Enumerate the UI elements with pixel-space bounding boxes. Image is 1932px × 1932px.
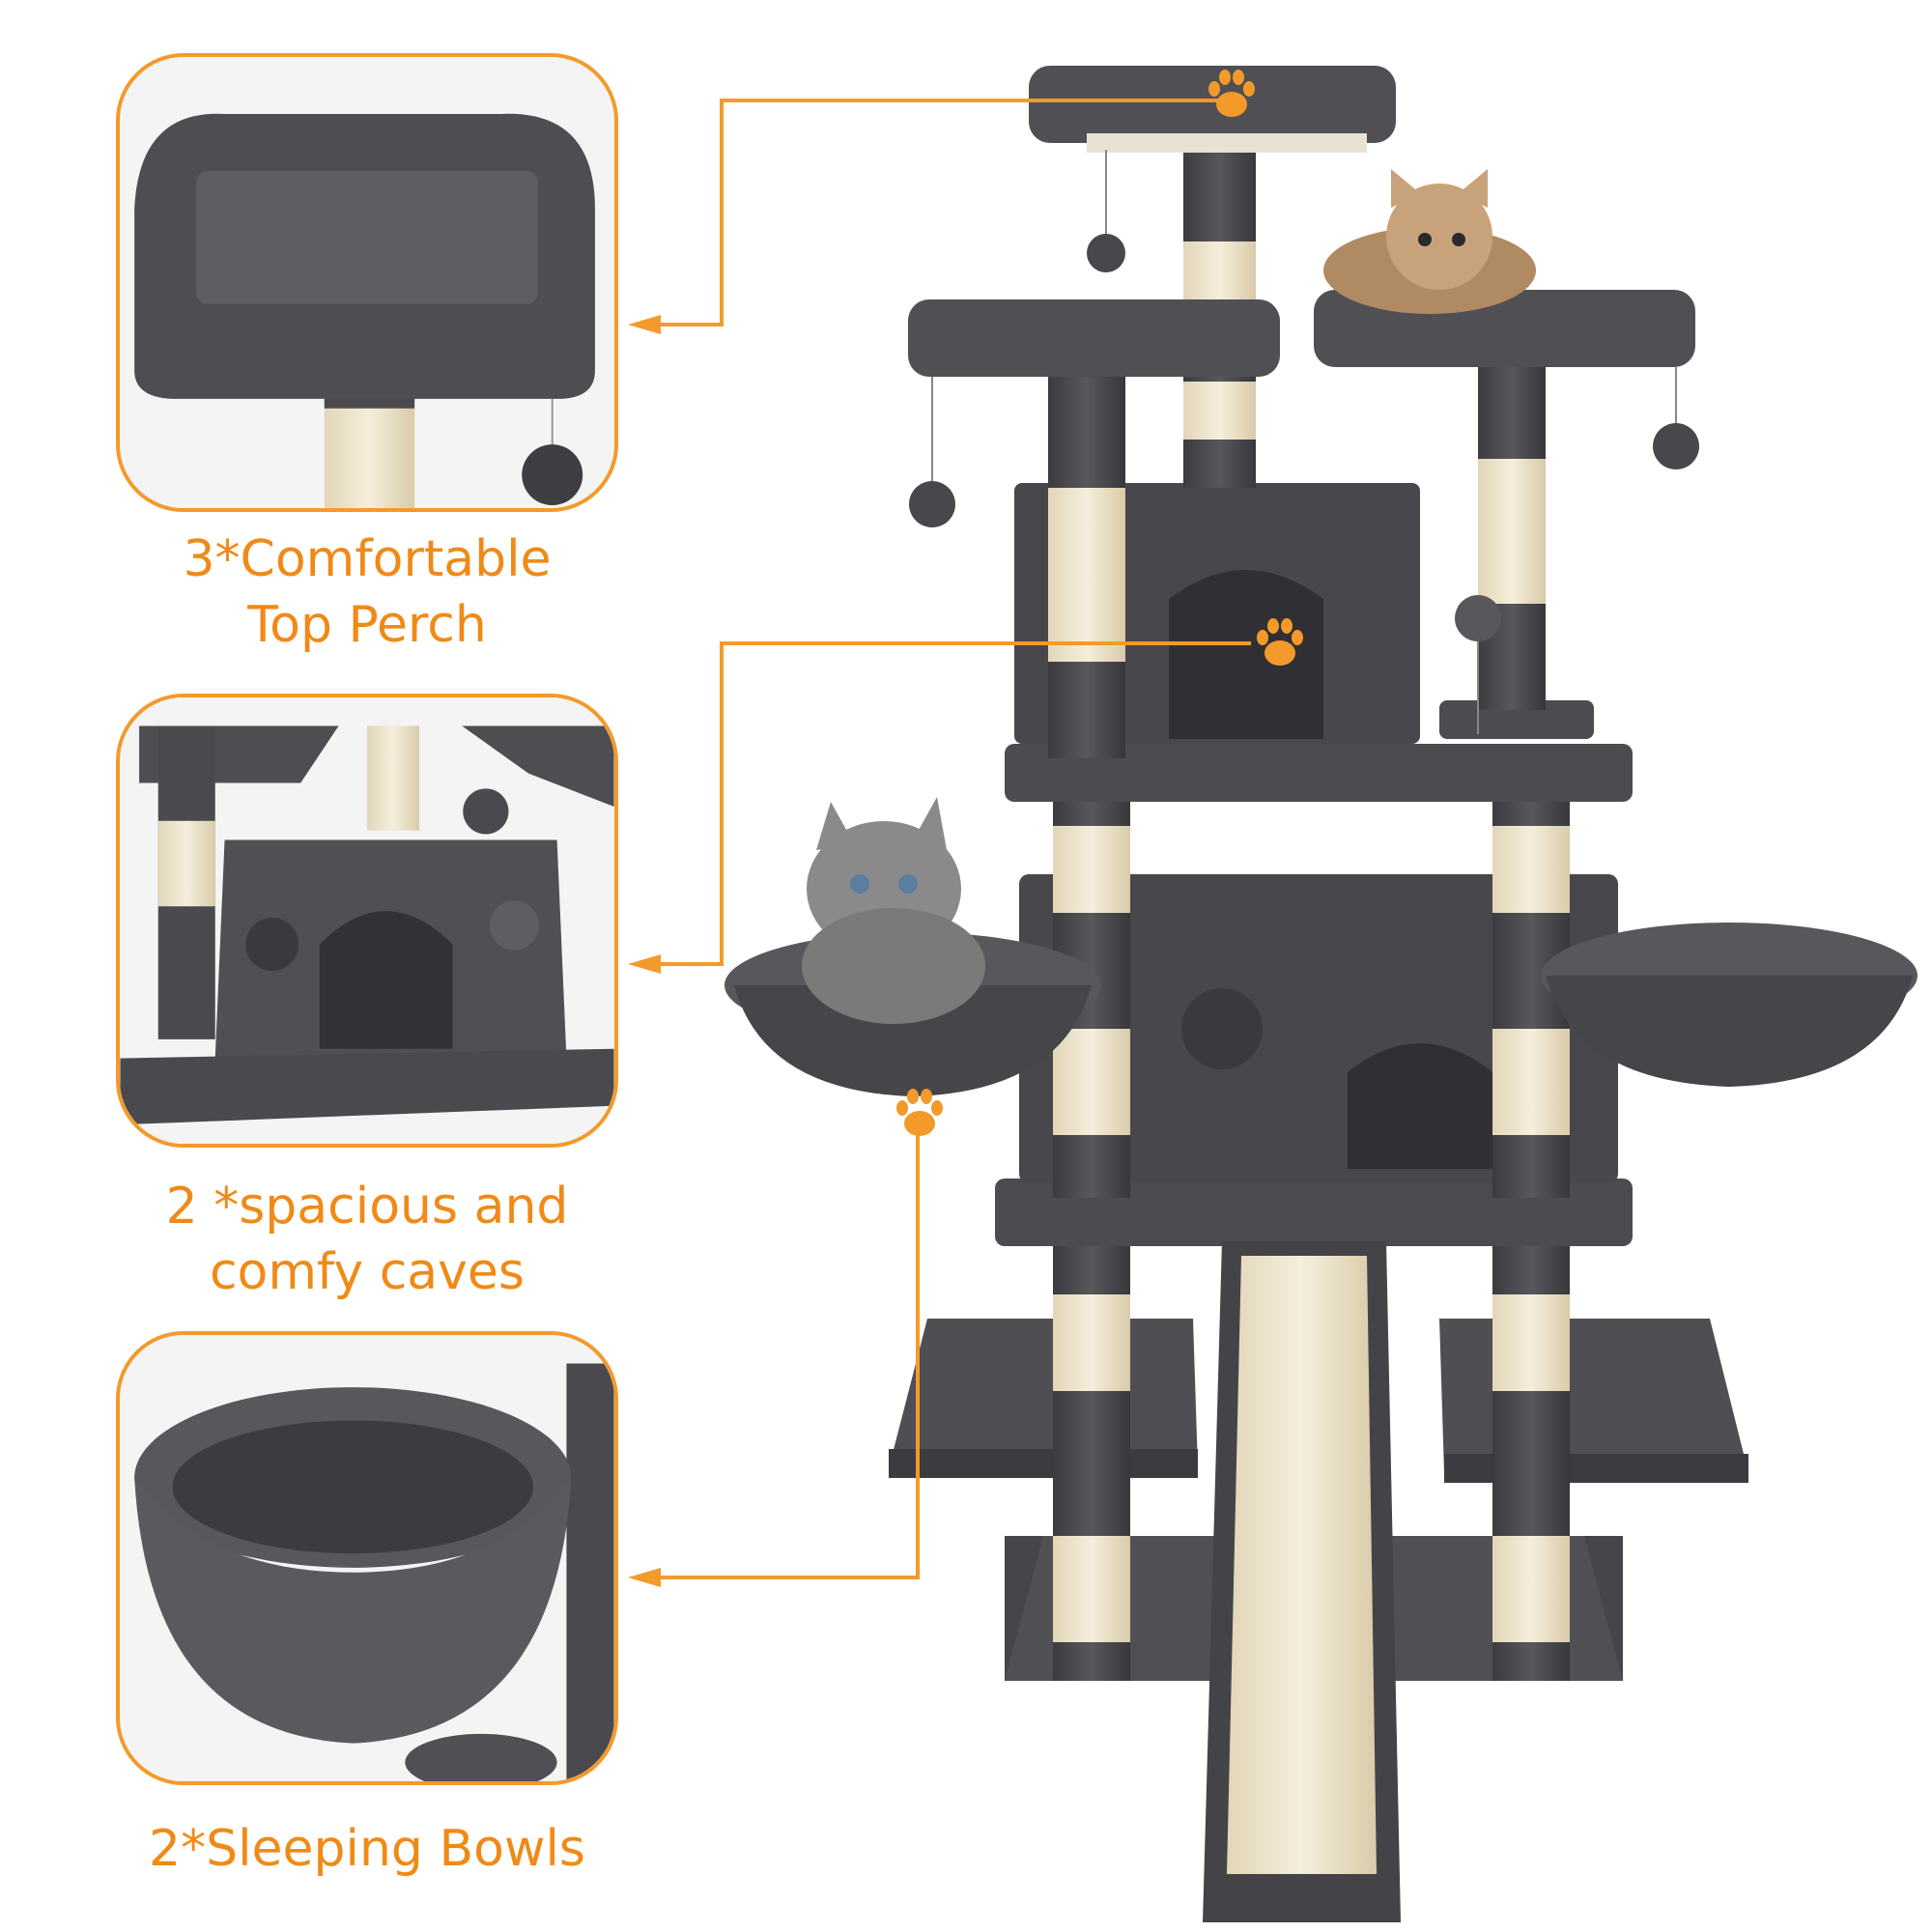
connector-mid-h2 xyxy=(657,962,724,966)
left-perch xyxy=(908,299,1280,377)
connector-low-v xyxy=(916,1135,920,1579)
lower-left-platform xyxy=(889,1319,1198,1468)
connector-mid-h xyxy=(720,641,1251,645)
gray-cat xyxy=(802,797,985,1024)
connector-top-h2 xyxy=(657,323,724,327)
connector-mid-v xyxy=(720,641,724,966)
connector-top-h xyxy=(720,99,1222,102)
paw-icon xyxy=(1208,70,1255,117)
feature-label-caves: 2 *spacious and comfy caves xyxy=(165,1178,569,1301)
feature-label-top-perch: 3*Comfortable Top Perch xyxy=(183,530,552,654)
arrow-mid xyxy=(628,954,661,974)
top-perch xyxy=(1029,66,1396,143)
arrow-top xyxy=(628,315,661,334)
connector-low-h xyxy=(657,1576,920,1579)
lower-posts xyxy=(1053,1236,1570,1681)
orange-kitten xyxy=(1323,169,1536,314)
upper-platform xyxy=(1005,744,1633,802)
arrow-low xyxy=(628,1568,661,1587)
feature-panel-caves xyxy=(116,694,618,1148)
paw-icon xyxy=(896,1089,943,1136)
sleeping-bowl-closeup-image xyxy=(120,1335,614,1781)
lower-right-platform xyxy=(1439,1319,1748,1473)
feature-panel-sleeping-bowls xyxy=(116,1331,618,1785)
paw-icon xyxy=(1257,618,1303,666)
top-perch-closeup-image xyxy=(120,57,614,508)
feature-panel-top-perch xyxy=(116,53,618,512)
connector-top-v xyxy=(720,99,724,327)
caves-closeup-image xyxy=(120,697,614,1144)
middle-platform xyxy=(995,1179,1633,1246)
hanging-toys xyxy=(909,150,1699,734)
feature-label-sleeping-bowls: 2*Sleeping Bowls xyxy=(148,1820,586,1878)
